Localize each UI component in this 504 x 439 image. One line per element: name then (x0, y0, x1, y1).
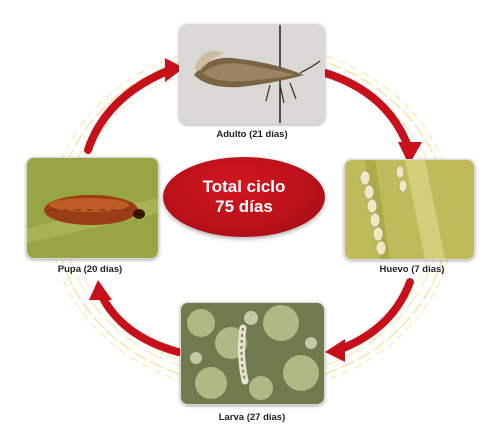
pupa-label: Pupa (20 días) (57, 264, 123, 275)
egg-image (344, 159, 475, 260)
arrow-pupa-to-adult (84, 66, 174, 154)
arrow-egg-to-larva (334, 278, 414, 354)
larva-label: Larva (27 días) (218, 412, 286, 423)
total-cycle-line2: 75 días (215, 197, 273, 216)
larva-image (180, 302, 325, 405)
total-cycle-line1: Total ciclo (202, 177, 286, 196)
arrow-adult-to-egg (318, 68, 414, 156)
total-cycle-badge: Total ciclo 75 días (163, 157, 325, 237)
pupa-image (26, 157, 159, 259)
adult-label: Adulto (21 días) (216, 129, 288, 140)
egg-label: Huevo (7 días) (379, 264, 445, 275)
adult-moth-image (179, 24, 325, 124)
arrow-larva-to-pupa (96, 288, 182, 356)
